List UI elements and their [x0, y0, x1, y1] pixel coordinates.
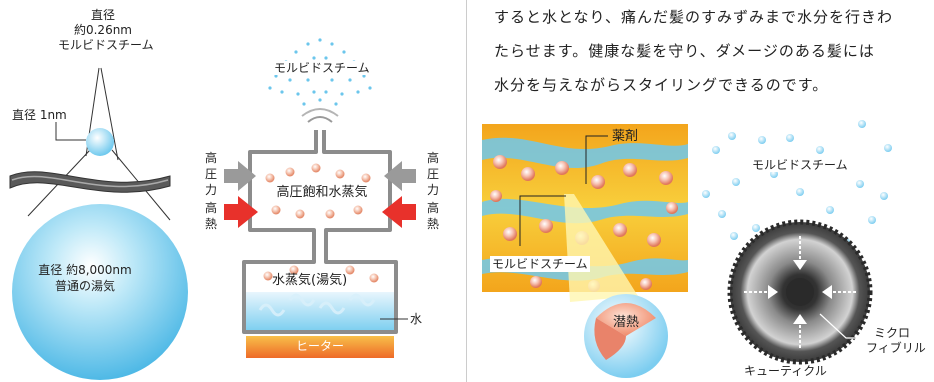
spray-label: モルビドスチーム [272, 61, 372, 75]
molybdo-steam-label: モルビドスチーム [58, 38, 154, 52]
heat-char: 高 [204, 201, 217, 215]
small-droplet [86, 128, 114, 156]
heater [246, 336, 394, 358]
steam-generator-diagram [224, 38, 416, 358]
pressure-label-right: 高 圧 力 [426, 150, 440, 198]
pressure-label-left: 高 圧 力 [204, 150, 218, 198]
hair-penetration-diagram [482, 120, 892, 378]
heat-label-right: 高 熱 [426, 200, 440, 232]
pressure-char: 高 [204, 151, 217, 165]
heat-char: 熱 [204, 217, 217, 231]
heater-label: ヒーター [295, 339, 344, 353]
paragraph-line: たらせます。健康な髪を守り、ダメージのある髪には [494, 42, 875, 60]
microfibril-line: ミクロ [874, 326, 911, 340]
drug-label: 薬剤 [612, 129, 639, 144]
water-label: 水 [410, 312, 423, 326]
normal-steam-label: 普通の湯気 [54, 279, 115, 293]
steam-droplet [12, 204, 188, 380]
steam-label-hair: モルビドスチーム [490, 256, 590, 272]
pressure-char: 力 [426, 183, 439, 197]
pressure-arrow-right [384, 161, 416, 191]
penetration-arrows [744, 236, 856, 348]
diameter-label: 直径 [90, 8, 115, 22]
pressure-char: 力 [204, 183, 217, 197]
pressure-char: 圧 [204, 167, 217, 181]
heat-arrow-right [382, 196, 416, 228]
steam-size-label: 直径 約8,000nm 普通の湯気 [20, 262, 150, 294]
chamber-label: 高圧飽和水蒸気 [276, 185, 368, 200]
molybdo-size-label: 直径 約0.26nm モルビドスチーム [58, 8, 154, 53]
steam-orbs [263, 265, 379, 283]
microfibril-line: フィブリル [866, 341, 926, 355]
steam-label-bubbles: モルビドスチーム [750, 158, 850, 172]
pressure-char: 圧 [426, 167, 439, 181]
lower-chamber-label: 水蒸気(湯気) [272, 273, 348, 288]
pressure-arrow-left [224, 161, 256, 191]
heat-arrow-left [224, 196, 258, 228]
paragraph-line: すると水となり、痛んだ髪のすみずみまで水分を行きわ [494, 8, 893, 26]
cuticle-label: キューティクル [744, 364, 827, 378]
diameter-value: 約0.26nm [73, 23, 132, 37]
divider [466, 0, 467, 382]
heat-char: 高 [426, 201, 439, 215]
description-paragraph: すると水となり、痛んだ髪のすみずみまで水分を行きわ たらせます。健康な髪を守り、… [494, 0, 928, 102]
paragraph-line: 水分を与えながらスタイリングできるのです。 [494, 76, 829, 94]
pressure-char: 高 [426, 151, 439, 165]
size-comparison-diagram [9, 67, 188, 380]
pressure-orbs [265, 163, 371, 219]
latent-heat-label: 潜熱 [612, 315, 639, 330]
heat-char: 熱 [426, 217, 439, 231]
droplet-size-label: 直径 1nm [12, 108, 67, 122]
microfibril-label: ミクロ フィブリル [866, 326, 926, 356]
steam-diameter-value: 直径 約8,000nm [38, 263, 132, 277]
heat-label-left: 高 熱 [204, 200, 218, 232]
